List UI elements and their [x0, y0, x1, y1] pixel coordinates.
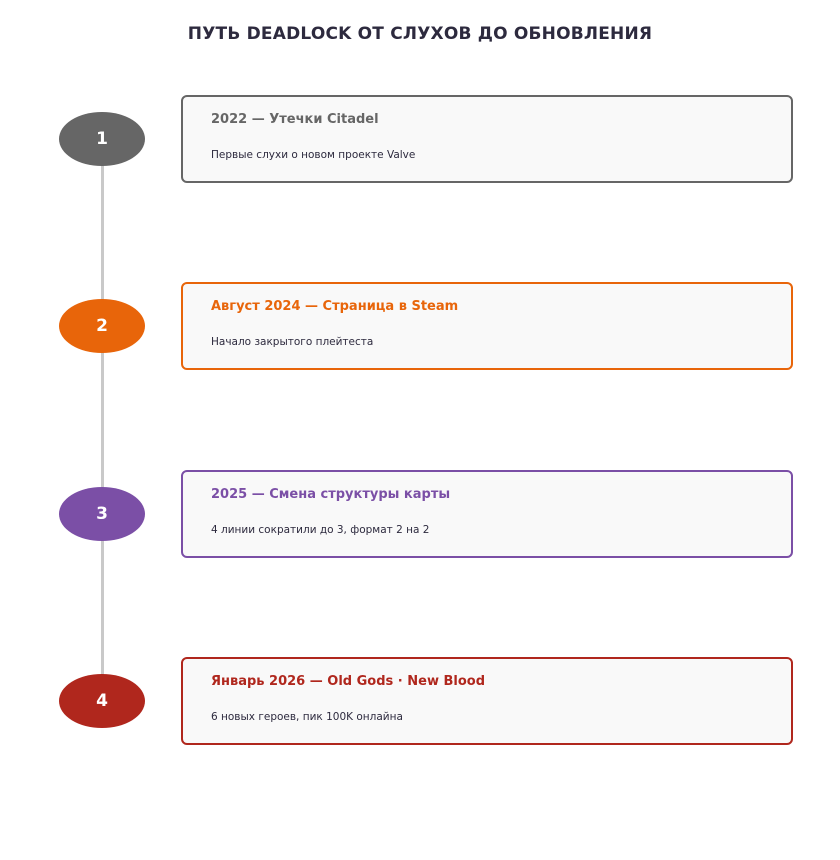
step-card: 2025 — Смена структуры карты 4 линии сок… [181, 470, 793, 558]
step-number-badge: 3 [59, 487, 145, 541]
step-description: Начало закрытого плейтеста [211, 336, 374, 348]
timeline-step-2: 2 Август 2024 — Страница в Steam Начало … [0, 282, 840, 370]
step-card: Август 2024 — Страница в Steam Начало за… [181, 282, 793, 370]
step-number-badge: 4 [59, 674, 145, 728]
step-title: Январь 2026 — Old Gods · New Blood [211, 674, 486, 689]
timeline-step-4: 4 Январь 2026 — Old Gods · New Blood 6 н… [0, 657, 840, 745]
step-description: 6 новых героев, пик 100K онлайна [211, 711, 403, 723]
timeline-connector [101, 138, 104, 702]
step-description: 4 линии сократили до 3, формат 2 на 2 [211, 524, 430, 536]
step-description: Первые слухи о новом проекте Valve [211, 149, 416, 161]
timeline-step-1: 1 2022 — Утечки Citadel Первые слухи о н… [0, 95, 840, 183]
step-card: 2022 — Утечки Citadel Первые слухи о нов… [181, 95, 793, 183]
step-card: Январь 2026 — Old Gods · New Blood 6 нов… [181, 657, 793, 745]
step-number-badge: 2 [59, 299, 145, 353]
step-title: Август 2024 — Страница в Steam [211, 299, 459, 314]
step-title: 2025 — Смена структуры карты [211, 487, 451, 502]
diagram-title: ПУТЬ DEADLOCK ОТ СЛУХОВ ДО ОБНОВЛЕНИЯ [187, 24, 653, 44]
timeline-step-3: 3 2025 — Смена структуры карты 4 линии с… [0, 470, 840, 558]
step-number-badge: 1 [59, 112, 145, 166]
step-title: 2022 — Утечки Citadel [211, 112, 379, 127]
